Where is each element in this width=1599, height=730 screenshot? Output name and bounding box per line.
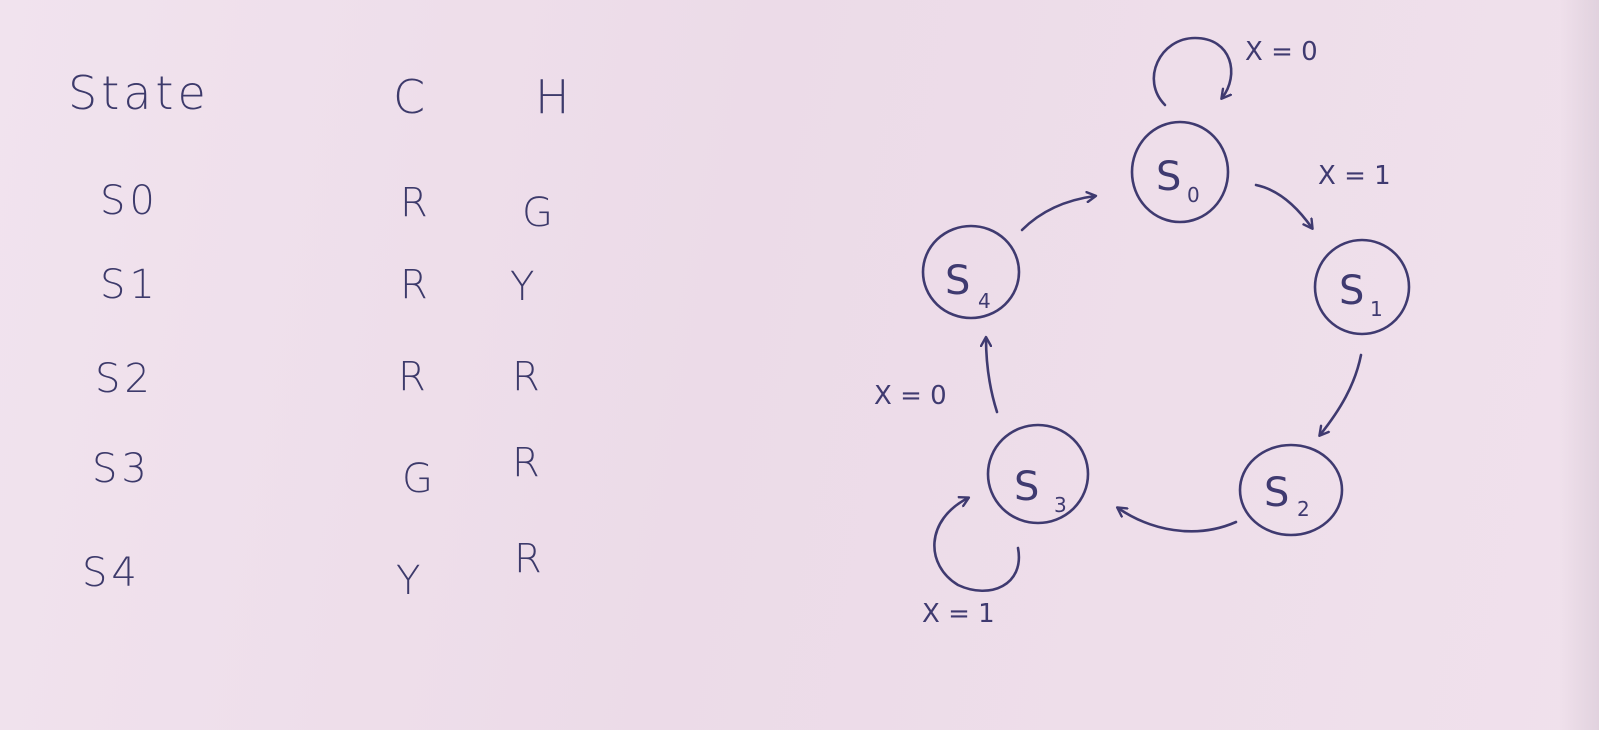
state-s0-subscript: 0: [1187, 183, 1200, 207]
row-4-h: R: [514, 536, 546, 582]
transition-s0-s0: [1152, 36, 1233, 107]
transition-s3-s4-label: X = 0: [874, 381, 947, 411]
row-0-h: G: [522, 190, 557, 236]
row-0-c: R: [400, 180, 432, 226]
state-s0: S 0: [1130, 120, 1230, 224]
state-s0-letter: S: [1156, 154, 1181, 200]
row-3-state: S3: [92, 446, 151, 492]
transition-s4-s0: [1020, 196, 1095, 232]
transition-s0-s0-label: X = 0: [1245, 37, 1318, 67]
row-4-c: Y: [396, 558, 425, 604]
state-s1-subscript: 1: [1370, 297, 1383, 321]
state-s4-subscript: 4: [978, 289, 991, 313]
transition-s3-s3: [933, 498, 1021, 593]
transition-s2-s3: [1118, 508, 1238, 533]
state-s2: S 2: [1238, 443, 1344, 537]
row-1-h: Y: [510, 264, 539, 310]
row-1-c: R: [400, 262, 432, 308]
row-2-state: S2: [95, 356, 154, 402]
state-s4-letter: S: [945, 258, 970, 304]
state-s2-letter: S: [1264, 470, 1289, 516]
transition-s0-s1-label: X = 1: [1318, 161, 1391, 191]
header-state: State: [68, 66, 210, 120]
transition-s1-s2: [1320, 353, 1363, 435]
header-c: C: [393, 70, 430, 124]
header-h: H: [535, 70, 574, 124]
state-s3-letter: S: [1014, 464, 1039, 510]
transition-s3-s3-label: X = 1: [922, 599, 995, 629]
row-2-h: R: [512, 354, 544, 400]
row-3-h: R: [512, 440, 544, 486]
transition-s0-s1: [1254, 183, 1312, 228]
state-s1: S 1: [1313, 238, 1411, 336]
row-0-state: S0: [100, 178, 159, 224]
transition-s3-s4: [986, 338, 999, 414]
state-s4: S 4: [921, 224, 1021, 320]
row-4-state: S4: [82, 550, 141, 596]
state-s3: S 3: [986, 423, 1090, 525]
row-2-c: R: [398, 354, 430, 400]
row-3-c: G: [402, 456, 437, 502]
state-s2-subscript: 2: [1297, 497, 1310, 521]
state-s3-subscript: 3: [1054, 493, 1067, 517]
paper-edge: [1559, 0, 1599, 730]
state-s1-letter: S: [1339, 268, 1364, 314]
row-1-state: S1: [100, 262, 159, 308]
